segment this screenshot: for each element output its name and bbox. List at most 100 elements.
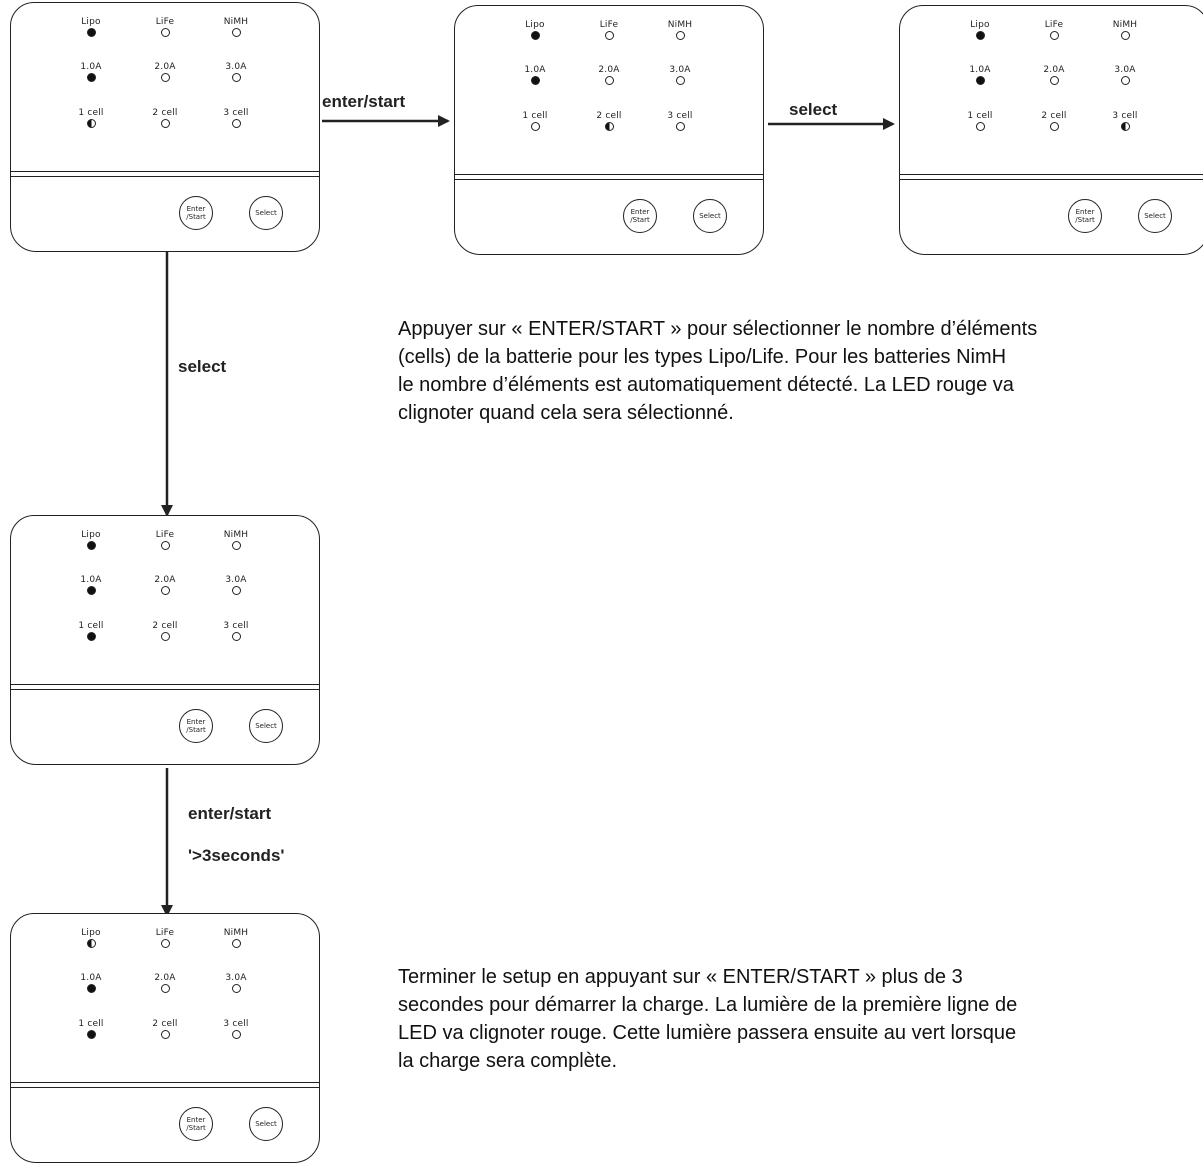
led-indicator: NiMH <box>1095 20 1155 56</box>
led-indicator: 3.0A <box>206 973 266 1009</box>
button-panel: Enter /Start Select <box>10 1087 320 1163</box>
led-label: 1.0A <box>80 973 102 983</box>
arrow-label-duration: '>3seconds' <box>188 846 285 865</box>
led-dot <box>975 31 985 40</box>
led-label: 2 cell <box>152 1019 178 1029</box>
select-button[interactable]: Select <box>249 1107 283 1141</box>
led-dot <box>231 939 241 948</box>
select-button[interactable]: Select <box>249 196 283 230</box>
led-label: 1.0A <box>80 62 102 72</box>
panel-divider <box>899 175 1203 179</box>
led-label: NiMH <box>223 17 249 27</box>
led-dot <box>86 586 96 595</box>
panel-divider <box>10 1083 320 1087</box>
led-indicator: 2 cell <box>1024 111 1084 147</box>
led-dot <box>86 939 96 948</box>
led-dot <box>160 632 170 641</box>
led-indicator: 1 cell <box>950 111 1010 147</box>
button-panel: Enter /Start Select <box>10 176 320 252</box>
led-dot <box>86 632 96 641</box>
select-button[interactable]: Select <box>249 709 283 743</box>
arrow-label-enter-start: enter/start <box>322 92 406 111</box>
led-dot <box>86 1030 96 1039</box>
led-indicator: 1 cell <box>505 111 565 147</box>
led-indicator: LiFe <box>135 530 195 566</box>
led-label: LiFe <box>599 20 619 30</box>
enter-start-button[interactable]: Enter /Start <box>179 1107 213 1141</box>
led-indicator: 3 cell <box>206 108 266 144</box>
instruction-start-charge: Terminer le setup en appuyant sur « ENTE… <box>398 966 1018 1072</box>
enter-start-button[interactable]: Enter /Start <box>1068 199 1102 233</box>
led-indicator: LiFe <box>135 928 195 964</box>
arrow-label-enter-start-down: enter/start <box>188 804 272 823</box>
led-label: 1 cell <box>78 621 104 631</box>
led-dot <box>1049 122 1059 131</box>
led-label: 1 cell <box>967 111 993 121</box>
led-indicator: NiMH <box>206 530 266 566</box>
led-indicator: 2.0A <box>135 973 195 1009</box>
led-label: 2 cell <box>152 108 178 118</box>
led-dot <box>231 28 241 37</box>
led-dot <box>160 984 170 993</box>
led-label: 3.0A <box>225 575 247 585</box>
led-label: 2.0A <box>154 973 176 983</box>
led-label: Lipo <box>81 17 101 27</box>
led-label: Lipo <box>525 20 545 30</box>
led-dot <box>160 541 170 550</box>
led-dot <box>231 632 241 641</box>
led-label: 3 cell <box>667 111 693 121</box>
led-label: 3 cell <box>223 1019 249 1029</box>
led-indicator: 3 cell <box>206 621 266 657</box>
led-indicator: LiFe <box>135 17 195 53</box>
led-indicator: Lipo <box>61 17 121 53</box>
led-indicator: 1 cell <box>61 1019 121 1055</box>
led-indicator: 1.0A <box>950 65 1010 101</box>
led-label: 3.0A <box>1114 65 1136 75</box>
led-dot <box>975 122 985 131</box>
led-dot <box>160 119 170 128</box>
led-dot <box>530 31 540 40</box>
led-indicator: 3.0A <box>206 575 266 611</box>
led-indicator: 2 cell <box>135 108 195 144</box>
led-label: 1.0A <box>524 65 546 75</box>
led-indicator: NiMH <box>206 17 266 53</box>
arrow-label-select-right: select <box>789 100 838 119</box>
select-button[interactable]: Select <box>1138 199 1172 233</box>
led-dot <box>160 586 170 595</box>
led-indicator: LiFe <box>579 20 639 56</box>
led-label: 1 cell <box>78 1019 104 1029</box>
led-indicator: NiMH <box>650 20 710 56</box>
led-dot <box>160 1030 170 1039</box>
enter-start-button[interactable]: Enter /Start <box>179 709 213 743</box>
led-indicator: 2 cell <box>135 621 195 657</box>
enter-start-button[interactable]: Enter /Start <box>623 199 657 233</box>
led-dot <box>231 73 241 82</box>
led-dot <box>86 541 96 550</box>
led-dot <box>530 76 540 85</box>
led-dot <box>604 76 614 85</box>
led-label: 2.0A <box>598 65 620 75</box>
led-label: NiMH <box>1112 20 1138 30</box>
led-label: NiMH <box>223 530 249 540</box>
select-button[interactable]: Select <box>693 199 727 233</box>
instruction-cell-selection: Appuyer sur « ENTER/START » pour sélecti… <box>398 318 1038 424</box>
enter-start-button[interactable]: Enter /Start <box>179 196 213 230</box>
led-label: 3.0A <box>225 62 247 72</box>
led-label: 2 cell <box>1041 111 1067 121</box>
led-dot <box>530 122 540 131</box>
led-indicator: NiMH <box>206 928 266 964</box>
led-dot <box>1120 122 1130 131</box>
led-indicator: 3 cell <box>650 111 710 147</box>
led-indicator: LiFe <box>1024 20 1084 56</box>
led-indicator: 3.0A <box>650 65 710 101</box>
led-indicator: 1.0A <box>61 973 121 1009</box>
led-label: 3 cell <box>223 108 249 118</box>
led-label: 1 cell <box>78 108 104 118</box>
panel-divider <box>454 175 764 179</box>
led-indicator: 1 cell <box>61 621 121 657</box>
